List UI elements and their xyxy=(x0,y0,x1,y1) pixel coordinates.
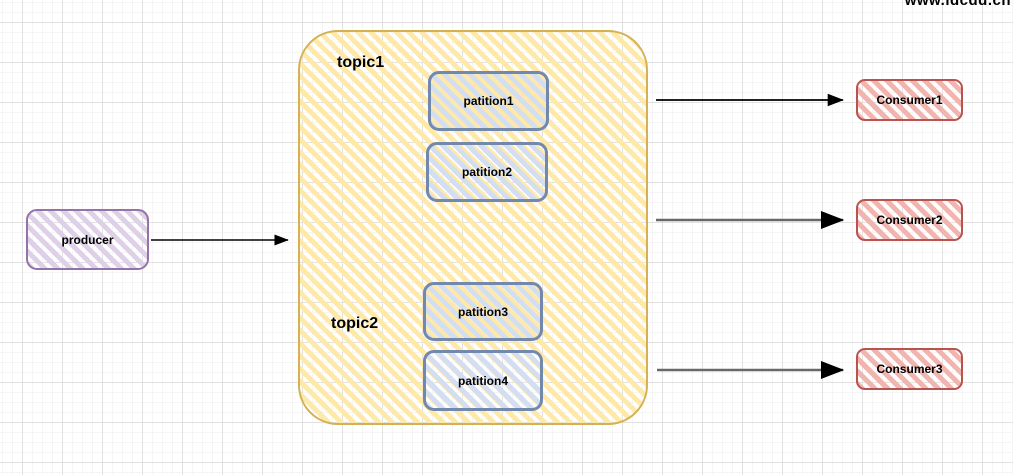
watermark-url: www.idcdd.cn xyxy=(904,0,1011,9)
partition3-label: patition3 xyxy=(458,304,508,319)
topic2-label: topic2 xyxy=(331,315,379,332)
partition3-node: patition3 xyxy=(423,282,543,341)
producer-label: producer xyxy=(61,232,114,247)
partition4-label: patition4 xyxy=(458,373,508,388)
consumer3-label: Consumer3 xyxy=(876,362,943,376)
partition2-node: patition2 xyxy=(426,142,548,202)
partition1-label: patition1 xyxy=(463,94,514,108)
consumer2-label: Consumer2 xyxy=(876,213,943,227)
topic1-label: topic1 xyxy=(337,54,385,71)
consumer2-node: Consumer2 xyxy=(856,199,963,241)
topics-group-container: topic1 topic2 patition1 patition2 patiti… xyxy=(298,30,648,425)
partition2-label: patition2 xyxy=(462,165,512,179)
consumer3-node: Consumer3 xyxy=(856,348,963,390)
producer-node: producer xyxy=(26,209,149,270)
partition4-node: patition4 xyxy=(423,350,543,411)
consumer1-label: Consumer1 xyxy=(876,93,943,107)
consumer1-node: Consumer1 xyxy=(856,79,963,121)
partition1-node: patition1 xyxy=(428,71,549,131)
